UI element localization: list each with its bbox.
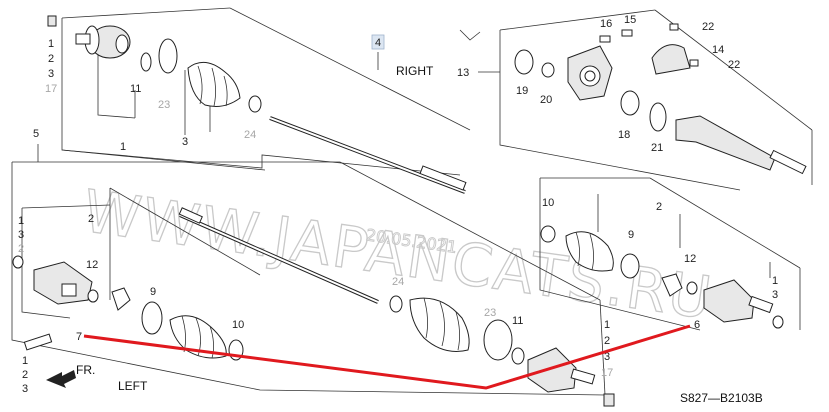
callout-12: 12 — [684, 253, 696, 265]
callout-2: 2 — [604, 335, 610, 347]
axle-nut-icon — [603, 393, 615, 407]
boot-band-small-icon — [140, 52, 152, 72]
callout-21: 21 — [651, 142, 663, 154]
callout-11: 11 — [512, 315, 523, 327]
outer-cv-joint-left — [527, 347, 596, 393]
callout-9: 9 — [628, 229, 634, 241]
tripod-joint-icon — [111, 287, 131, 311]
outer-boot-left-icon — [409, 297, 470, 352]
callout-3: 3 — [604, 351, 610, 363]
callout-18: 18 — [618, 129, 630, 141]
inner-boot-left-icon — [169, 315, 227, 359]
tripod-joint-icon — [661, 273, 683, 297]
right-shaft-assembly: 1 2 3 17 11 23 3 1 24 5 4 RIGHT — [33, 7, 471, 194]
callout-22: 22 — [702, 21, 714, 33]
callout-23: 23 — [158, 99, 170, 111]
snap-ring-icon — [541, 62, 555, 78]
circlip-icon — [248, 95, 262, 113]
boot-band-small-icon — [540, 225, 556, 243]
circlip-icon — [772, 315, 784, 329]
callout-2: 2 — [656, 201, 662, 213]
callout-5: 5 — [33, 128, 39, 140]
boot-band-small-icon — [511, 347, 525, 365]
callout-19: 19 — [516, 85, 528, 97]
callout-2: 2 — [48, 53, 54, 65]
circlip-icon — [12, 255, 24, 269]
callout-17: 17 — [45, 83, 57, 95]
axle-nut-icon — [47, 15, 57, 27]
callout-15: 15 — [624, 14, 636, 26]
callout-2: 2 — [22, 369, 28, 381]
diagram-code: S827—B2103B — [680, 391, 763, 405]
boot-band-icon — [141, 301, 163, 335]
callout-3: 3 — [18, 229, 24, 241]
bearing-cap-icon — [651, 44, 691, 75]
outer-cv-joint — [75, 25, 131, 59]
inner-boot-right-icon — [565, 231, 614, 272]
bolt-icon — [621, 29, 633, 37]
callout-2: 2 — [18, 243, 24, 255]
front-direction-arrow: FR. — [46, 363, 95, 388]
callout-2: 2 — [88, 213, 94, 225]
right-label: RIGHT — [396, 64, 434, 78]
left-inner-joint-assembly: 10 9 2 12 6 1 3 — [539, 177, 801, 331]
callout-3: 3 — [182, 136, 188, 148]
washer-icon — [689, 59, 699, 67]
callout-3: 3 — [22, 383, 28, 395]
callout-12: 12 — [86, 259, 98, 271]
callout-17: 17 — [601, 367, 613, 379]
callout-9: 9 — [150, 286, 156, 298]
left-halfshaft — [178, 207, 379, 304]
bearing-icon — [620, 90, 640, 116]
callout-1: 1 — [18, 215, 24, 227]
callout-10: 10 — [232, 319, 244, 331]
callout-23: 23 — [484, 307, 496, 319]
front-label: FR. — [76, 363, 95, 377]
callout-24: 24 — [244, 129, 256, 141]
dust-seal-icon — [514, 49, 534, 75]
left-label: LEFT — [118, 379, 148, 393]
highlight-box — [371, 34, 385, 50]
intermediate-shaft — [675, 115, 807, 175]
callout-1: 1 — [120, 141, 126, 153]
right-halfshaft — [269, 116, 467, 194]
red-annotation-line — [83, 324, 691, 390]
inner-cv-joint-left — [33, 261, 93, 305]
callout-10: 10 — [542, 197, 554, 209]
boot-band-icon — [620, 253, 640, 279]
circlip-icon — [87, 289, 99, 303]
callout-1: 1 — [604, 319, 610, 331]
spline-shaft-icon — [23, 333, 53, 351]
circlip-icon — [686, 281, 698, 295]
callout-7: 7 — [76, 331, 82, 343]
washer-icon — [669, 23, 679, 31]
intermediate-shaft-assembly: 16 15 22 14 22 13 19 20 18 21 — [457, 9, 813, 191]
callout-3: 3 — [772, 289, 778, 301]
circlip-icon — [389, 295, 403, 313]
boot-band-icon — [483, 319, 513, 361]
callout-1: 1 — [772, 275, 778, 287]
callout-1: 1 — [22, 355, 28, 367]
callout-14: 14 — [712, 44, 724, 56]
callout-22: 22 — [728, 59, 740, 71]
callout-6: 6 — [694, 319, 700, 331]
callout-1: 1 — [48, 38, 54, 50]
callout-16: 16 — [600, 18, 612, 30]
circlip-icon — [649, 102, 667, 132]
callout-3: 3 — [48, 68, 54, 80]
callout-24: 24 — [392, 276, 404, 288]
callout-20: 20 — [540, 94, 552, 106]
inner-cv-joint-right — [703, 279, 774, 323]
callout-13: 13 — [457, 67, 469, 79]
bolt-icon — [599, 35, 611, 43]
bearing-support-bracket — [567, 45, 613, 101]
boot-band-icon — [158, 38, 178, 74]
callout-11: 11 — [130, 83, 141, 95]
outer-boot-icon — [187, 61, 241, 107]
callout-4: 4 — [375, 37, 381, 49]
